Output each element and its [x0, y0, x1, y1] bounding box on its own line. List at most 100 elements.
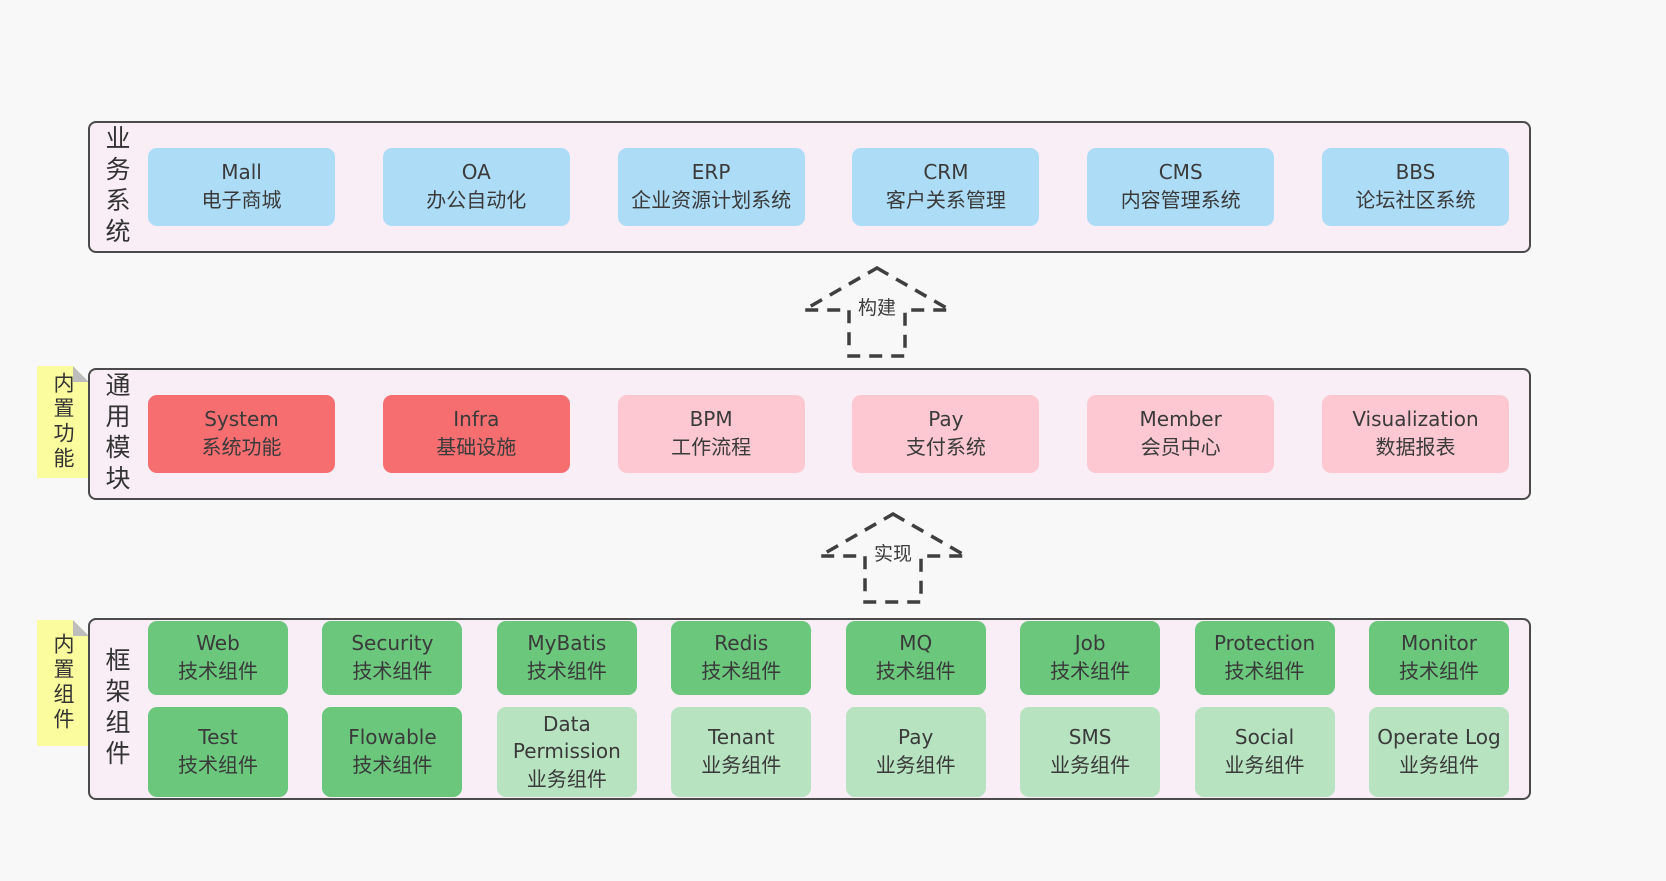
note-built-in-components: 内置组件: [37, 620, 89, 746]
box-subtitle: 会员中心: [1140, 435, 1221, 459]
box-row: Mall 电子商城 OA 办公自动化 ERP 企业资源计划系统 CRM 客户关系…: [148, 148, 1509, 226]
box-bbs: BBS 论坛社区系统: [1321, 148, 1509, 226]
box-title: CRM: [923, 160, 969, 185]
box-crm: CRM 客户关系管理: [852, 148, 1040, 226]
box-subtitle: 技术组件: [1224, 658, 1305, 683]
box-title: Tenant: [707, 725, 775, 750]
box-mq: MQ 技术组件: [845, 620, 986, 695]
box-title: Social: [1234, 725, 1295, 750]
arrow-label: 构建: [854, 293, 900, 320]
box-title: Protection: [1213, 631, 1316, 656]
box-row: Web 技术组件 Security 技术组件 MyBatis 技术组件 Redi…: [148, 620, 1509, 695]
up-arrow-icon: [818, 512, 968, 604]
section-label: 业务系统: [102, 125, 131, 249]
section-common-modules: 通用模块 System 系统功能 Infra 基础设施 BPM 工作流程 Pay…: [88, 368, 1531, 500]
box-subtitle: 基础设施: [436, 435, 517, 459]
box-cms: CMS 内容管理系统: [1087, 148, 1275, 226]
box-subtitle: 技术组件: [1050, 658, 1131, 683]
box-bpm: BPM 工作流程: [617, 395, 805, 473]
arrow-build: 构建: [802, 266, 952, 358]
box-subtitle: 技术组件: [526, 658, 607, 683]
box-data-permission: Data Permission 业务组件: [496, 706, 637, 798]
box-subtitle: 技术组件: [178, 658, 258, 683]
box-title: SMS: [1068, 725, 1112, 750]
box-title: Flowable: [348, 725, 437, 750]
box-title: Pay: [928, 407, 964, 432]
folded-corner-icon: [73, 620, 89, 636]
box-title: Web: [196, 631, 240, 656]
box-title: Security: [351, 631, 434, 656]
box-title: Monitor: [1400, 631, 1477, 656]
box-subtitle: 业务组件: [1398, 753, 1479, 777]
section-label: 框架组件: [102, 647, 131, 771]
box-subtitle: 企业资源计划系统: [631, 188, 792, 212]
box-social: Social 业务组件: [1194, 706, 1335, 798]
box-subtitle: 业务组件: [1050, 753, 1131, 777]
box-title: CMS: [1158, 160, 1203, 185]
box-subtitle: 技术组件: [352, 658, 433, 683]
arrow-implement: 实现: [818, 512, 968, 604]
box-subtitle: 业务组件: [875, 753, 956, 777]
box-security: Security 技术组件: [322, 620, 463, 695]
box-title: Pay: [898, 725, 934, 750]
box-subtitle: 技术组件: [178, 753, 258, 777]
section-framework-components: 框架组件 Web 技术组件 Security 技术组件 MyBatis 技术组件…: [88, 618, 1531, 800]
box-infra: Infra 基础设施: [382, 395, 570, 473]
box-subtitle: 办公自动化: [426, 188, 527, 212]
box-erp: ERP 企业资源计划系统: [617, 148, 805, 226]
box-protection: Protection 技术组件: [1194, 620, 1335, 695]
box-title: BPM: [689, 407, 733, 432]
box-tenant: Tenant 业务组件: [671, 706, 812, 798]
boxes-area: System 系统功能 Infra 基础设施 BPM 工作流程 Pay 支付系统…: [142, 370, 1529, 498]
box-title: Data Permission: [512, 711, 621, 764]
up-arrow-icon: [802, 266, 952, 358]
box-row: Test 技术组件 Flowable 技术组件 Data Permission …: [148, 706, 1509, 798]
box-subtitle: 内容管理系统: [1120, 188, 1241, 212]
box-system: System 系统功能: [148, 395, 335, 473]
box-pay-business: Pay 业务组件: [845, 706, 986, 798]
box-redis: Redis 技术组件: [671, 620, 812, 695]
box-subtitle: 系统功能: [201, 435, 282, 459]
box-web: Web 技术组件: [148, 620, 288, 695]
box-mall: Mall 电子商城: [148, 148, 335, 226]
section-business-systems: 业务系统 Mall 电子商城 OA 办公自动化 ERP 企业资源计划系统 CRM…: [88, 121, 1531, 253]
box-title: MQ: [899, 631, 933, 656]
box-subtitle: 支付系统: [905, 435, 986, 459]
folded-corner-icon: [73, 366, 89, 382]
box-subtitle: 技术组件: [352, 753, 433, 777]
box-job: Job 技术组件: [1020, 620, 1161, 695]
box-sms: SMS 业务组件: [1020, 706, 1161, 798]
box-pay: Pay 支付系统: [852, 395, 1040, 473]
box-subtitle: 业务组件: [1224, 753, 1305, 777]
box-subtitle: 业务组件: [701, 753, 782, 777]
box-title: Mall: [221, 160, 262, 185]
box-subtitle: 工作流程: [671, 435, 752, 459]
box-title: OA: [461, 160, 491, 185]
box-title: Visualization: [1352, 407, 1479, 432]
box-subtitle: 技术组件: [1398, 658, 1479, 683]
box-subtitle: 客户关系管理: [885, 188, 1006, 212]
box-member: Member 会员中心: [1087, 395, 1275, 473]
box-title: Member: [1139, 407, 1222, 432]
box-title: Test: [198, 725, 238, 750]
box-subtitle: 业务组件: [526, 766, 607, 791]
box-mybatis: MyBatis 技术组件: [496, 620, 637, 695]
note-label: 内置功能: [51, 372, 75, 472]
section-label: 通用模块: [102, 372, 131, 496]
box-test: Test 技术组件: [148, 706, 288, 798]
box-title: System: [204, 407, 279, 432]
box-operate-log: Operate Log 业务组件: [1368, 706, 1509, 798]
box-title: MyBatis: [527, 631, 607, 656]
box-title: BBS: [1395, 160, 1436, 185]
box-subtitle: 论坛社区系统: [1355, 188, 1476, 212]
box-subtitle: 数据报表: [1375, 435, 1456, 459]
box-monitor: Monitor 技术组件: [1368, 620, 1509, 695]
note-label: 内置组件: [51, 633, 75, 733]
arrow-label: 实现: [870, 539, 916, 566]
box-title: Job: [1074, 631, 1106, 656]
box-subtitle: 电子商城: [201, 188, 282, 212]
box-title: Infra: [453, 407, 500, 432]
box-flowable: Flowable 技术组件: [322, 706, 463, 798]
box-visualization: Visualization 数据报表: [1321, 395, 1509, 473]
